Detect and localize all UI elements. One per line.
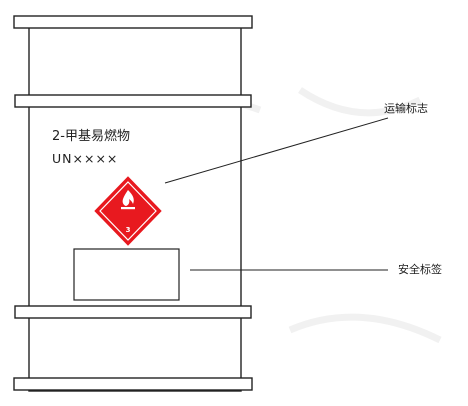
hazard-class-number: 3 <box>126 226 131 234</box>
upper-hoop <box>14 94 252 108</box>
product-name: 2-甲基易燃物 <box>52 128 130 144</box>
bottom-rim <box>13 377 253 391</box>
un-number: UN×××× <box>52 151 118 166</box>
lower-hoop <box>14 305 252 319</box>
hazard-diamond <box>94 176 162 246</box>
flammable-hazard-label: 3 <box>94 176 162 246</box>
transport-mark-leader <box>164 117 389 184</box>
safety-label-callout: 安全标签 <box>398 262 442 276</box>
hazard-diamond-inner-border <box>99 181 157 241</box>
top-rim <box>13 15 253 29</box>
transport-mark-callout: 运输标志 <box>384 101 428 115</box>
flame-icon <box>121 190 135 210</box>
safety-label-box <box>73 248 180 301</box>
